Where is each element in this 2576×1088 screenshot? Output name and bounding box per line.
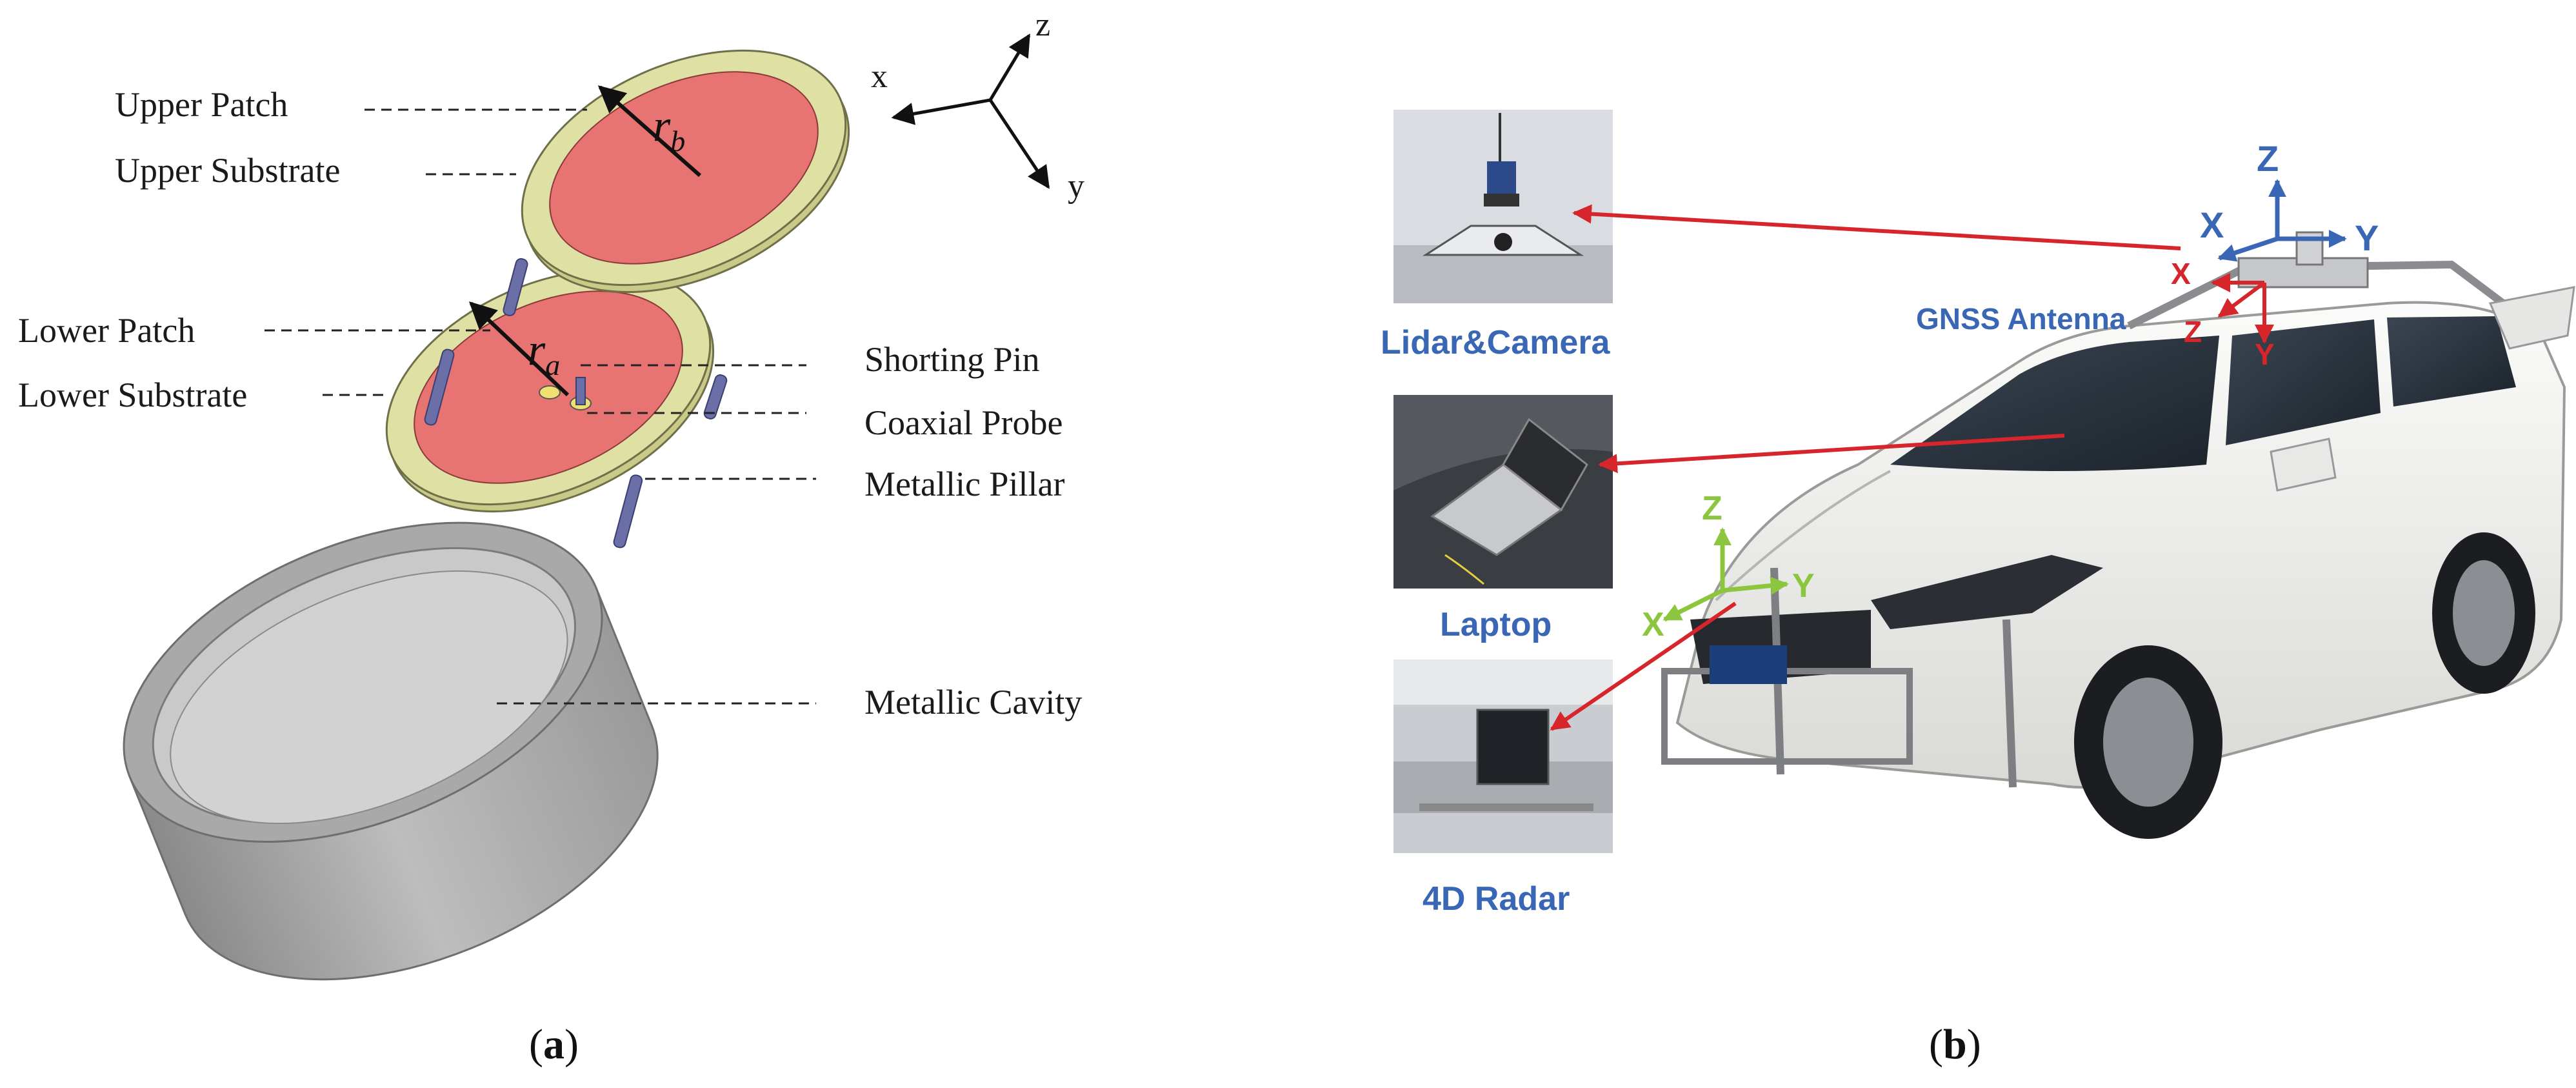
pointer-arrows [1550, 204, 2181, 731]
radius-label-lower: ra [528, 325, 560, 381]
blue-axis-x: X [2200, 205, 2224, 245]
axes-a: z x y [871, 6, 1084, 205]
label-shorting-pin: Shorting Pin [864, 340, 1040, 379]
label-lower-substrate: Lower Substrate [18, 376, 247, 414]
red-axis-z: Z [2184, 315, 2202, 348]
photo-label-laptop: Laptop [1440, 606, 1552, 643]
upper-antenna-layer [521, 49, 850, 294]
caption-a: (a) [529, 1021, 579, 1068]
label-lower-patch: Lower Patch [18, 311, 195, 350]
photo-label-4d-radar: 4D Radar [1423, 880, 1570, 918]
photo-4d-radar [1393, 660, 1613, 853]
axes-blue-gnss [2217, 179, 2347, 262]
radius-arrow-upper [597, 85, 701, 177]
arrow-to-radar-photo [1550, 601, 1737, 731]
axis-z-label: z [1035, 6, 1050, 43]
radius-label-upper: rb [653, 101, 685, 157]
leader-lines [265, 108, 816, 705]
arrow-to-lidar-photo [1572, 204, 2181, 250]
label-upper-substrate: Upper Substrate [115, 151, 340, 190]
green-axis-x: X [1642, 606, 1664, 643]
red-axis-y: Y [2255, 337, 2275, 371]
blue-axis-y: Y [2355, 217, 2379, 258]
photo-label-lidar-camera: Lidar&Camera [1381, 324, 1611, 361]
axes-green-radar [1662, 527, 1789, 622]
photo-laptop [1393, 395, 1613, 589]
green-axis-y: Y [1792, 567, 1815, 605]
arrow-to-laptop-photo [1598, 434, 2065, 474]
metallic-cavity [123, 521, 659, 981]
caption-b: (b) [1929, 1021, 1981, 1068]
axis-x-label: x [871, 58, 888, 95]
panel-a-antenna-diagram: rb ra z x y Upper Patch Upper Substrate … [18, 6, 1084, 1068]
car-suv [1661, 231, 2575, 839]
blue-axis-z: Z [2257, 138, 2279, 179]
probe-and-pin [539, 377, 592, 410]
axes-red-lidar [2211, 273, 2274, 344]
panel-b-vehicle-photo: Lidar&Camera Laptop 4D Radar [1381, 110, 2575, 1068]
label-metallic-pillar: Metallic Pillar [864, 465, 1064, 503]
label-upper-patch: Upper Patch [115, 85, 288, 124]
label-metallic-cavity: Metallic Cavity [864, 683, 1082, 721]
green-axis-z: Z [1702, 490, 1722, 527]
red-axis-x: X [2171, 257, 2191, 290]
axis-y-label: y [1068, 168, 1084, 205]
gnss-antenna-label: GNSS Antenna [1916, 302, 2126, 336]
radius-arrow-lower [468, 301, 570, 397]
metallic-pillars [424, 258, 728, 549]
photo-lidar-camera [1393, 110, 1613, 303]
label-coaxial-probe: Coaxial Probe [864, 403, 1063, 442]
